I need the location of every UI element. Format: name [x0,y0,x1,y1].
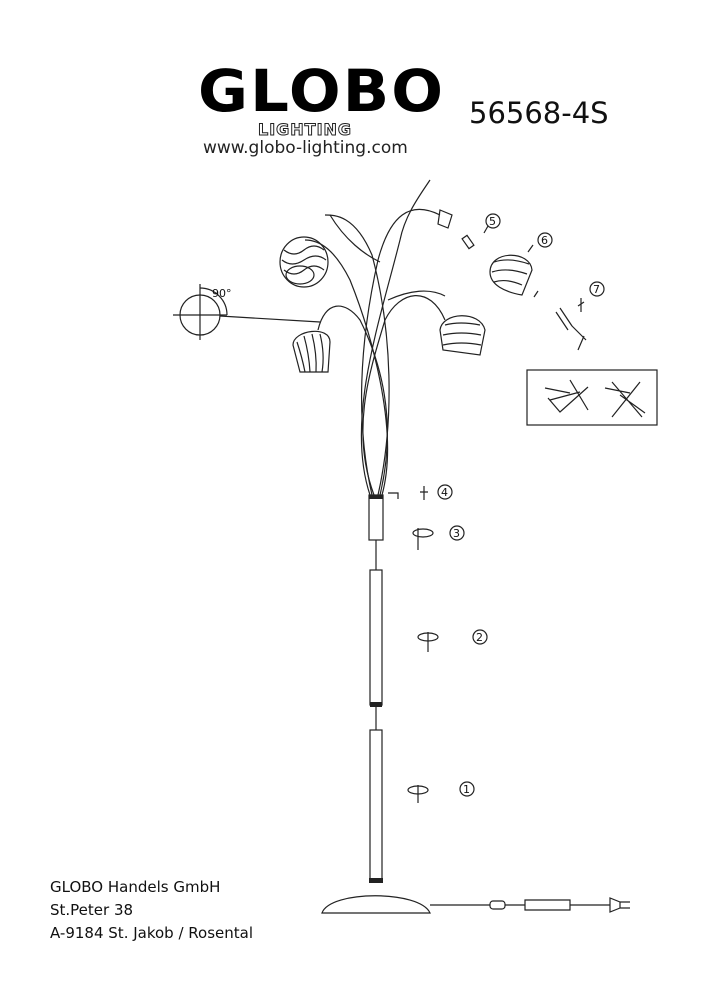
angle-indicator: 90° [173,284,321,340]
svg-text:1: 1 [463,783,470,796]
svg-text:6: 6 [541,234,548,247]
svg-text:4: 4 [441,486,448,499]
street-address: St.Peter 38 [50,901,134,919]
model-number: 56568-4S [469,96,609,130]
do-not-touch-bulb-warning [526,369,658,426]
step-marker-6: 6 [537,232,553,248]
step-marker-1: 1 [407,781,475,803]
glass-shade-detached [489,254,533,296]
company-name: GLOBO Handels GmbH [50,878,221,896]
svg-text:2: 2 [476,631,483,644]
city-address: A-9184 St. Jakob / Rosental [50,924,253,942]
step-marker-2: 2 [417,629,488,652]
step-marker-5: 5 [485,213,501,229]
company-address: GLOBO Handels GmbH St.Peter 38 A-9184 St… [50,876,253,945]
angle-label: 90° [212,287,232,300]
step-marker-7: 7 [589,281,605,297]
lamp-arms [304,179,446,496]
glass-shade-right [439,315,486,356]
svg-text:7: 7 [593,283,600,296]
glass-shade-top-left [279,236,329,288]
svg-text:3: 3 [453,527,460,540]
socket-bulb-parts [437,209,587,351]
svg-text:5: 5 [489,215,496,228]
website-url: www.globo-lighting.com [203,138,408,158]
step-marker-3: 3 [412,525,465,550]
glass-shade-bottom-left [292,330,331,373]
logo-subtext: LIGHTING [257,120,353,140]
lamp-pole [321,494,630,914]
globo-logo: GLOBO [198,57,446,125]
step-marker-4: 4 [388,484,453,500]
